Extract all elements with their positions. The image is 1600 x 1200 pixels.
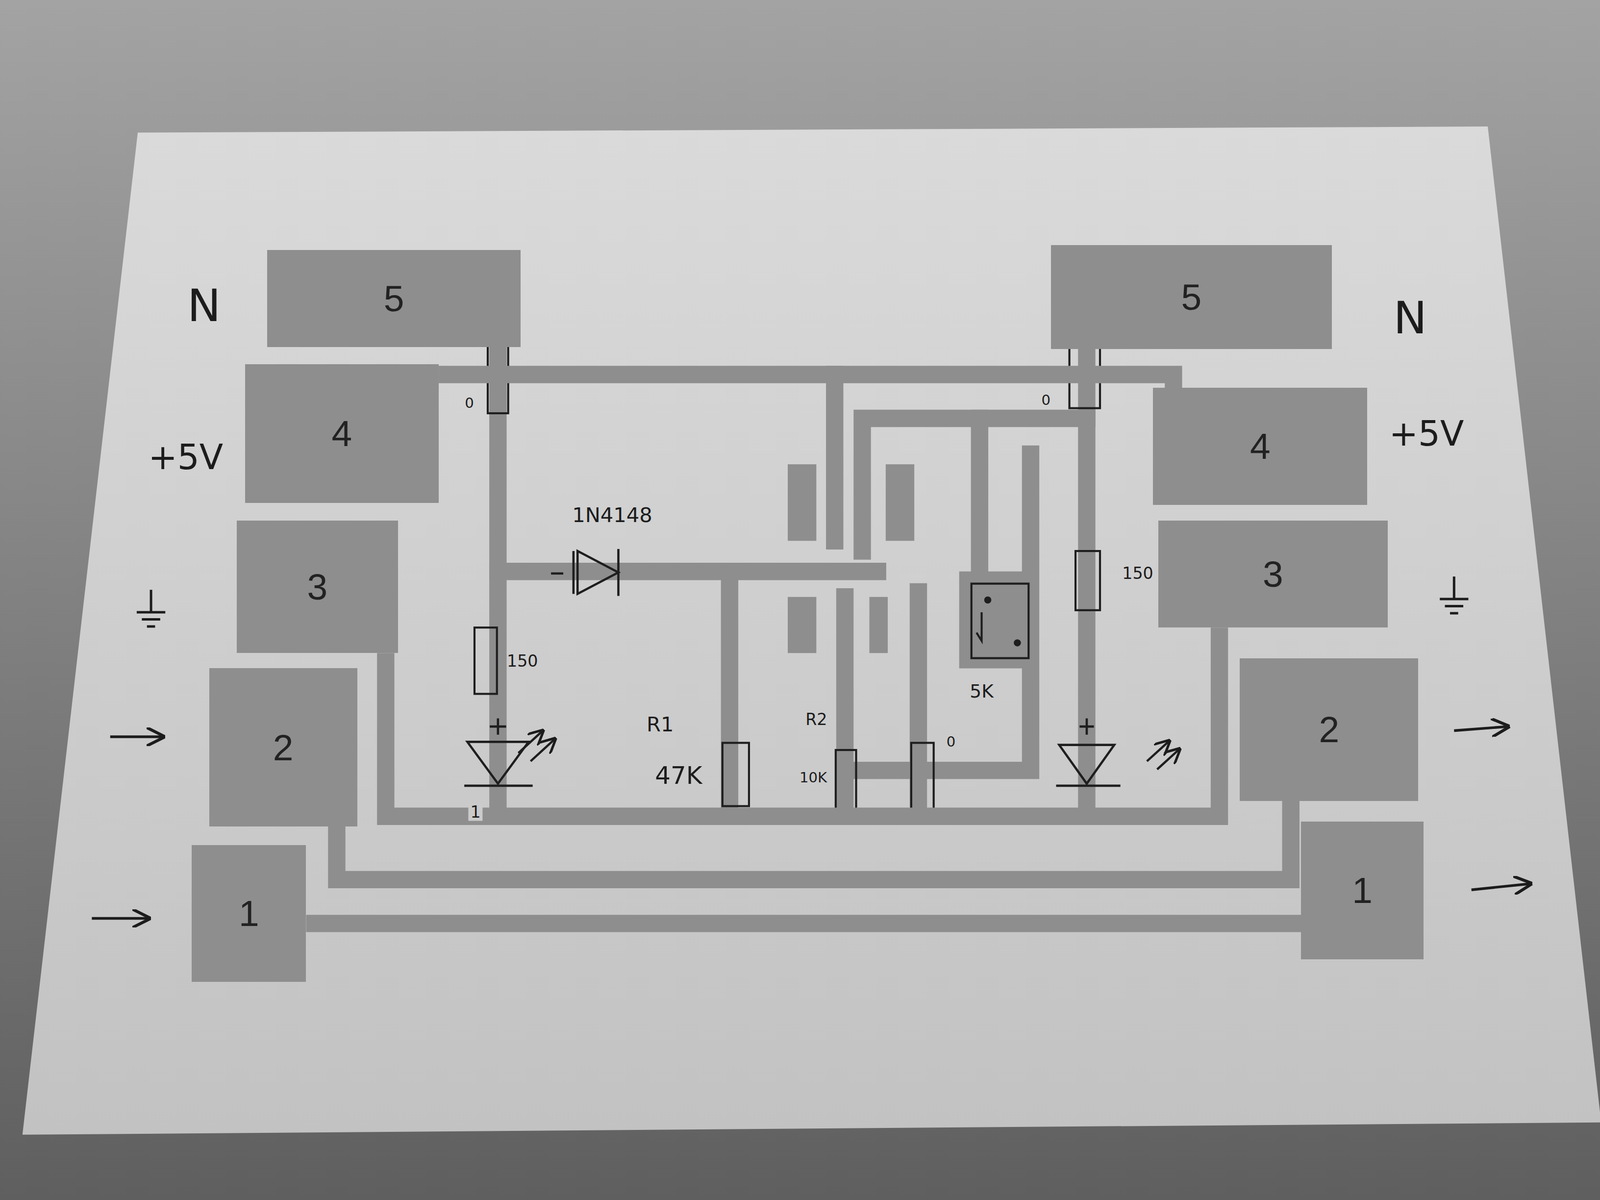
trimmer-symbol [971, 583, 1029, 659]
handwritten-label: R2 [805, 710, 827, 728]
ground-symbol [150, 589, 153, 613]
diode-symbol [550, 549, 619, 597]
terminal-pad: 4 [1152, 387, 1368, 505]
terminal-pad: 2 [1239, 658, 1419, 801]
component-pad [787, 464, 1039, 669]
handwritten-label: R1 [646, 713, 674, 736]
terminal-pad: 4 [245, 364, 440, 503]
led-symbol [467, 741, 529, 784]
component-pad [787, 597, 817, 653]
diode-symbol [572, 550, 575, 594]
handwritten-label: 5K [969, 682, 994, 702]
terminal-pad: 5 [1050, 245, 1332, 350]
trimmer-symbol [971, 583, 1029, 659]
led-symbol [518, 730, 543, 753]
copper-trace [498, 349, 1087, 817]
copper-trace [489, 349, 507, 817]
led-symbol [1147, 740, 1170, 762]
copper-trace [438, 374, 1174, 388]
copper-trace [385, 627, 1220, 817]
copper-trace [971, 418, 989, 582]
copper-trace [305, 914, 1301, 932]
led-symbol [1055, 784, 1121, 788]
led-symbol [464, 718, 1180, 786]
pad-number: 5 [1180, 276, 1202, 318]
handwritten-label: 150 [506, 652, 539, 670]
copper-trace [498, 562, 878, 580]
resistor-symbol [911, 742, 934, 809]
signal-arrow [1453, 726, 1508, 731]
handwritten-label: 1N4148 [572, 504, 653, 526]
led-symbol [489, 718, 506, 735]
ground-symbol [1452, 576, 1456, 600]
handwritten-label: +5V [148, 438, 224, 475]
copper-trace [336, 800, 1291, 880]
terminal-pad: 3 [1158, 520, 1388, 628]
signal-arrow [91, 917, 150, 920]
copper-trace [1077, 349, 1096, 817]
pad-number: 3 [307, 566, 328, 607]
ground-symbol [1439, 599, 1469, 614]
pad-number: 1 [238, 893, 260, 934]
led-symbol [530, 738, 555, 762]
handwritten-label: 0 [946, 734, 956, 750]
handwritten-label: 150 [1122, 564, 1154, 582]
resistor-symbol [835, 750, 857, 817]
terminal-pad: 1 [1300, 821, 1424, 960]
handwritten-label: 10K [799, 770, 827, 786]
trimmer-symbol [1014, 640, 1020, 646]
pad-number: 2 [273, 727, 294, 768]
resistor-symbol [1075, 550, 1100, 611]
component-pad [787, 464, 817, 541]
copper-trace [825, 374, 844, 541]
led-symbol [1059, 745, 1115, 784]
background [22, 126, 1600, 1135]
terminal-pad: 3 [236, 520, 399, 654]
diode-symbol [550, 572, 564, 575]
component-pad [959, 571, 1039, 669]
pad-number: 4 [1250, 425, 1271, 467]
pad-number: 4 [331, 413, 352, 454]
terminal-pad: 2 [209, 668, 358, 827]
copper-trace [836, 597, 854, 817]
pad-number: 1 [1351, 870, 1373, 911]
led-symbol [1079, 718, 1094, 735]
handwritten-label: 47K [654, 762, 702, 789]
trimmer-symbol [985, 597, 991, 603]
handwritten-label: 1 [468, 803, 483, 821]
trimmer-symbol [976, 612, 982, 641]
handwritten-label: N [1393, 294, 1428, 342]
copper-trace [909, 591, 927, 817]
pad-number: 3 [1262, 553, 1284, 595]
handwritten-label: 0 [464, 395, 475, 411]
signal-arrow [1471, 883, 1531, 890]
component-pad [885, 464, 915, 541]
handwritten-label: N [187, 282, 222, 330]
resistor-symbol [474, 627, 498, 694]
pad-number: 2 [1318, 709, 1340, 750]
copper-trace [721, 571, 739, 817]
terminal-pad: 5 [267, 250, 521, 348]
signal-arrow [110, 735, 164, 738]
handwritten-label: 0 [1041, 392, 1051, 408]
resistor-symbol [474, 328, 1100, 817]
ground-symbol [136, 612, 166, 627]
terminal-pad: 1 [191, 845, 306, 982]
led-symbol [464, 784, 533, 788]
pad-number: 5 [383, 278, 405, 319]
handwritten-label: +5V [1389, 415, 1465, 452]
trace-group [305, 374, 1301, 924]
component-pad [869, 597, 888, 653]
led-symbol [1157, 749, 1180, 770]
resistor-symbol [722, 742, 750, 806]
diode-symbol [577, 550, 619, 594]
diode-symbol [617, 549, 620, 597]
